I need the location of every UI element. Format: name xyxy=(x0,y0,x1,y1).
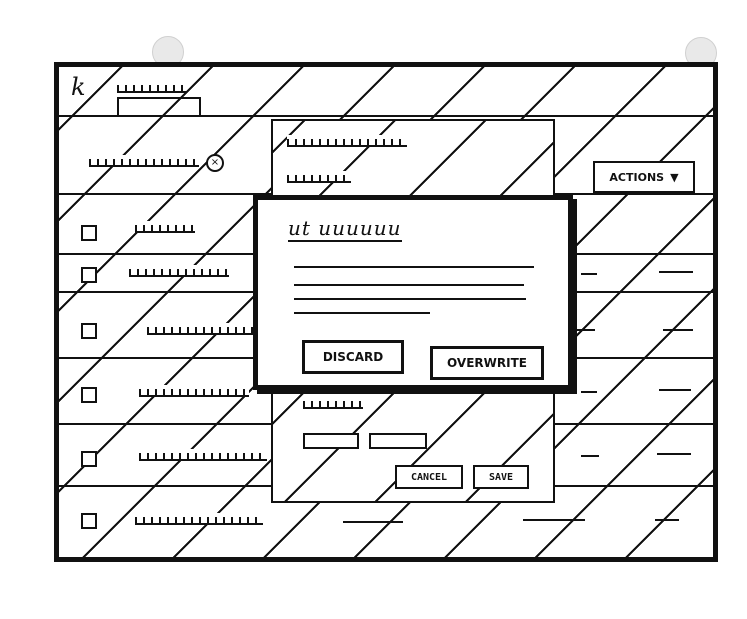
actions-label: ACTIONS xyxy=(609,170,665,184)
row-checkbox-6[interactable] xyxy=(81,513,97,529)
row-2-col-a xyxy=(581,273,597,275)
row-3-col-a xyxy=(577,329,595,331)
dialog-body-line-4 xyxy=(294,312,430,314)
save-button[interactable]: SAVE xyxy=(473,465,529,489)
row-6-col-c xyxy=(655,519,679,521)
panel-input-a[interactable] xyxy=(303,433,359,449)
triangle-down-icon: ▼ xyxy=(670,170,679,184)
row-label-4 xyxy=(139,385,249,397)
row-label-5 xyxy=(139,449,267,461)
dialog-title: ut uuuuuu xyxy=(288,216,402,242)
panel-heading-scribble xyxy=(287,135,407,147)
row-5-col-b xyxy=(657,453,691,455)
cancel-label: CANCEL xyxy=(410,471,448,483)
row-2-col-b xyxy=(659,271,693,273)
actions-dropdown-button[interactable]: ACTIONS ▼ xyxy=(593,161,695,193)
discard-button[interactable]: DISCARD xyxy=(302,340,404,374)
cancel-button[interactable]: CANCEL xyxy=(395,465,463,489)
row-3-col-b xyxy=(663,329,693,331)
row-checkbox-5[interactable] xyxy=(81,451,97,467)
row-checkbox-3[interactable] xyxy=(81,323,97,339)
panel-field-scribble xyxy=(303,397,363,409)
overwrite-button[interactable]: OVERWRITE xyxy=(430,346,544,380)
overwrite-label: OVERWRITE xyxy=(447,356,527,370)
dialog-body-line-2 xyxy=(294,284,524,286)
row-label-3 xyxy=(147,323,253,335)
search-scribble[interactable] xyxy=(89,155,199,167)
discard-label: DISCARD xyxy=(322,350,384,364)
row-label-1 xyxy=(135,221,195,233)
search-clear-icon[interactable]: × xyxy=(206,154,224,172)
row-6-col-b xyxy=(523,519,585,521)
panel-label-scribble xyxy=(287,171,351,183)
row-label-2 xyxy=(129,265,229,277)
row-checkbox-1[interactable] xyxy=(81,225,97,241)
row-6-col-a xyxy=(343,521,403,523)
row-4-col-a xyxy=(581,391,597,393)
panel-input-b[interactable] xyxy=(369,433,427,449)
row-checkbox-4[interactable] xyxy=(81,387,97,403)
save-label: SAVE xyxy=(488,471,514,483)
dialog-body-line-1 xyxy=(294,266,534,268)
dialog-body-line-3 xyxy=(294,298,526,300)
row-5-col-a xyxy=(581,455,599,457)
overwrite-confirm-dialog: ut uuuuuu DISCARD OVERWRITE xyxy=(253,195,573,390)
row-label-6 xyxy=(135,513,263,525)
row-checkbox-2[interactable] xyxy=(81,267,97,283)
row-4-col-b xyxy=(659,389,691,391)
